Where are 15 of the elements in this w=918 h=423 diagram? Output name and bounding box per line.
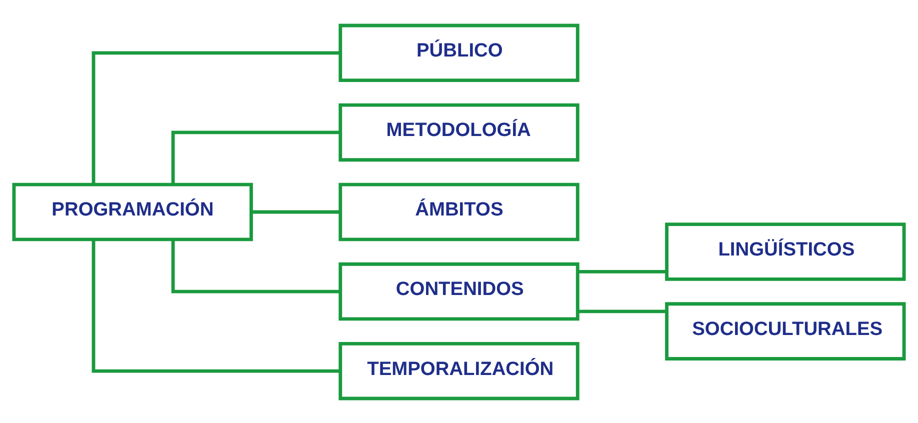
connector (578, 269, 667, 273)
node-box: LINGÜÍSTICOS (665, 222, 906, 280)
node-box: ÁMBITOS (338, 182, 580, 241)
connector (92, 50, 340, 184)
node-box: CONTENIDOS (338, 262, 580, 320)
connector (171, 130, 340, 184)
node-box: PROGRAMACIÓN (12, 182, 253, 241)
node-box: TEMPORALIZACIÓN (338, 341, 580, 400)
connector (92, 239, 340, 372)
node-box: PÚBLICO (338, 23, 580, 82)
node-box: SOCIOCULTURALES (665, 302, 906, 360)
node-box: METODOLOGÍA (338, 102, 580, 162)
connector (171, 239, 340, 293)
connector (251, 210, 340, 214)
connector (578, 309, 667, 313)
